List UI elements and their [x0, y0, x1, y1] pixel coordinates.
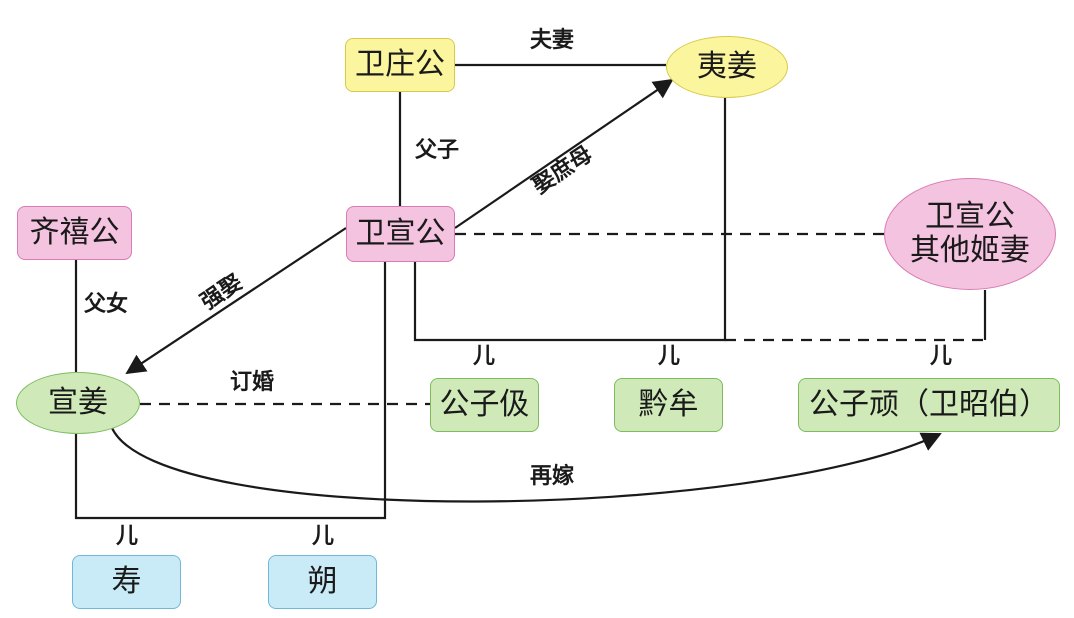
- label-husband-wife: 夫妻: [530, 28, 575, 53]
- node-other-wives: 卫宣公 其他姬妻: [884, 178, 1056, 290]
- node-wei-xuan-gong: 卫宣公: [346, 206, 455, 262]
- label-son-shou: 儿: [116, 524, 139, 549]
- node-wei-zhuang-gong: 卫庄公: [345, 38, 455, 92]
- node-xuan-jiang: 宣姜: [16, 372, 140, 434]
- label-father-son: 父子: [415, 138, 460, 163]
- node-gongzi-ji: 公子伋: [430, 378, 539, 432]
- forced-marriage-arrow: [125, 227, 347, 375]
- label-engaged: 订婚: [230, 370, 275, 395]
- node-shuo: 朔: [268, 555, 377, 609]
- marry-stepmother-arrow: [454, 78, 674, 229]
- node-yi-jiang: 夷姜: [666, 36, 788, 98]
- node-qi-xi-gong: 齐禧公: [17, 206, 132, 260]
- node-gongzi-wan: 公子顽（卫昭伯）: [798, 378, 1060, 432]
- other-wives-line1: 卫宣公: [925, 198, 1015, 234]
- remarried-curve: [111, 427, 942, 503]
- label-son-shuo: 儿: [312, 524, 335, 549]
- label-father-daughter: 父女: [84, 292, 129, 317]
- label-remarried: 再嫁: [530, 464, 575, 489]
- label-son-qianmou: 儿: [658, 344, 681, 369]
- xuanjiang-children-line: [74, 262, 387, 520]
- node-shou: 寿: [72, 555, 181, 609]
- other-wives-line2: 其他姬妻: [910, 233, 1030, 268]
- node-qian-mou: 黔牟: [614, 378, 723, 432]
- label-son-wan: 儿: [930, 344, 953, 369]
- label-son-ji: 儿: [473, 344, 496, 369]
- xuangong-yijiang-children-line: [413, 98, 727, 342]
